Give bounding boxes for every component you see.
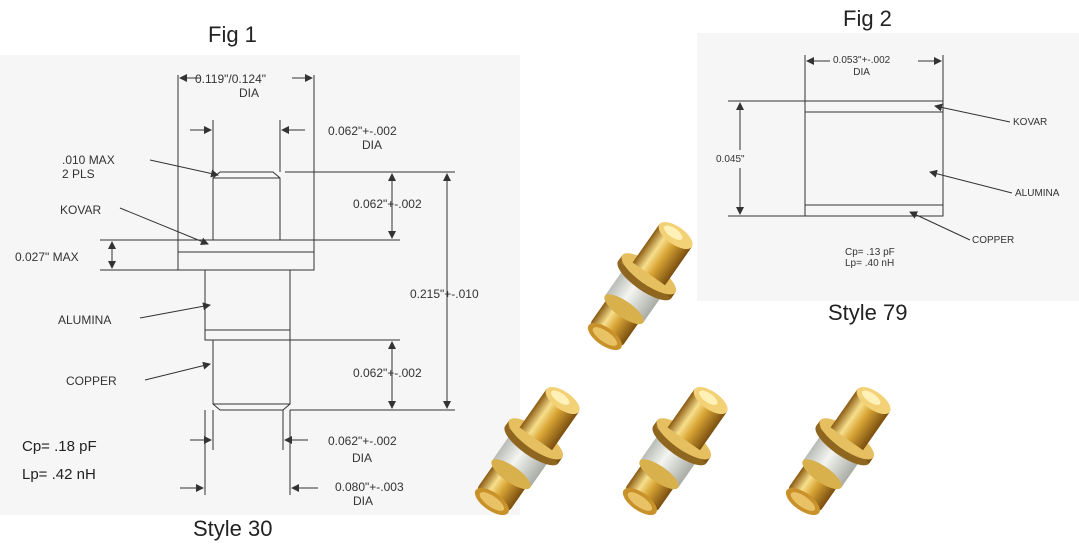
capacitor-unit <box>573 209 708 363</box>
lower-length-label: 0.062"+-.002 <box>353 366 422 380</box>
capacitor-unit <box>771 374 906 528</box>
upper-length-label: 0.062"+-.002 <box>353 197 422 211</box>
flange-thickness-label: 0.027" MAX <box>15 250 79 264</box>
fig1-title: Fig 1 <box>208 22 257 47</box>
fig2-alumina-label: ALUMINA <box>1015 188 1060 199</box>
chamfer-label: .010 MAX 2 PLS <box>62 153 115 181</box>
fig2-panel <box>697 33 1079 301</box>
fig1-panel <box>0 55 520 515</box>
alumina-label: ALUMINA <box>58 313 112 327</box>
fig1-capacitance: Cp= .18 pF <box>22 438 97 455</box>
body-dia-label: 0.080"+-.003 DIA <box>335 480 404 508</box>
fig2-copper-label: COPPER <box>972 235 1015 246</box>
kovar-label: KOVAR <box>60 203 102 217</box>
fig2-inductance: Lp= .40 nH <box>845 258 895 269</box>
fig2-capacitance: Cp= .13 pF <box>845 247 895 258</box>
fig1-inductance: Lp= .42 nH <box>22 466 96 483</box>
fig1-style-label: Style 30 <box>193 516 273 541</box>
capacitor-unit <box>460 374 595 528</box>
top-dia-label: 0.119"/0.124" DIA <box>195 72 267 100</box>
fig2-width-label: 0.053"+-.002 DIA <box>833 55 891 78</box>
fig2-title: Fig 2 <box>843 6 892 31</box>
fig2-height-label: 0.045" <box>716 154 745 165</box>
bottom-pin-dia-label: 0.062"+-.002 DIA <box>328 434 397 465</box>
overall-length-label: 0.215"+-.010 <box>410 287 479 301</box>
pin-dia-label: 0.062"+-.002 DIA <box>328 124 397 152</box>
capacitor-unit <box>608 374 743 528</box>
fig2-style-label: Style 79 <box>828 300 908 325</box>
copper-label: COPPER <box>66 374 117 388</box>
fig2-kovar-label: KOVAR <box>1013 117 1048 128</box>
